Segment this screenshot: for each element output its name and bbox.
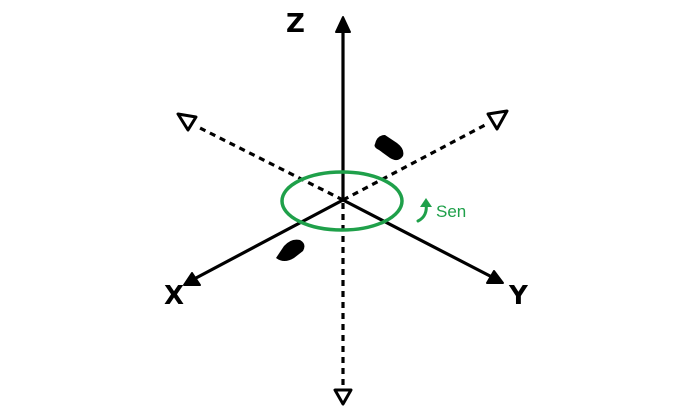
y-axis-negative (195, 124, 344, 202)
y-axis-positive (341, 198, 492, 278)
x-axis-label: X (164, 281, 184, 311)
y-axis-label: Y (508, 281, 529, 311)
y-axis-arrowhead (486, 270, 504, 284)
blob-mark-lower (276, 239, 305, 261)
curved-arrow-icon (416, 198, 432, 223)
x-axis-arrowhead (183, 272, 201, 286)
blob-mark-upper (374, 135, 404, 161)
x-negative-arrowhead (486, 109, 509, 131)
x-axis-positive (194, 198, 345, 280)
z-axis-label: Z (286, 9, 305, 39)
z-axis-arrowhead (335, 16, 351, 33)
x-axis-negative (342, 122, 488, 202)
y-negative-arrowhead (176, 112, 198, 132)
rotation-ring (280, 170, 404, 232)
rotation-label: Sen (436, 202, 466, 221)
z-negative-arrowhead (333, 388, 353, 406)
